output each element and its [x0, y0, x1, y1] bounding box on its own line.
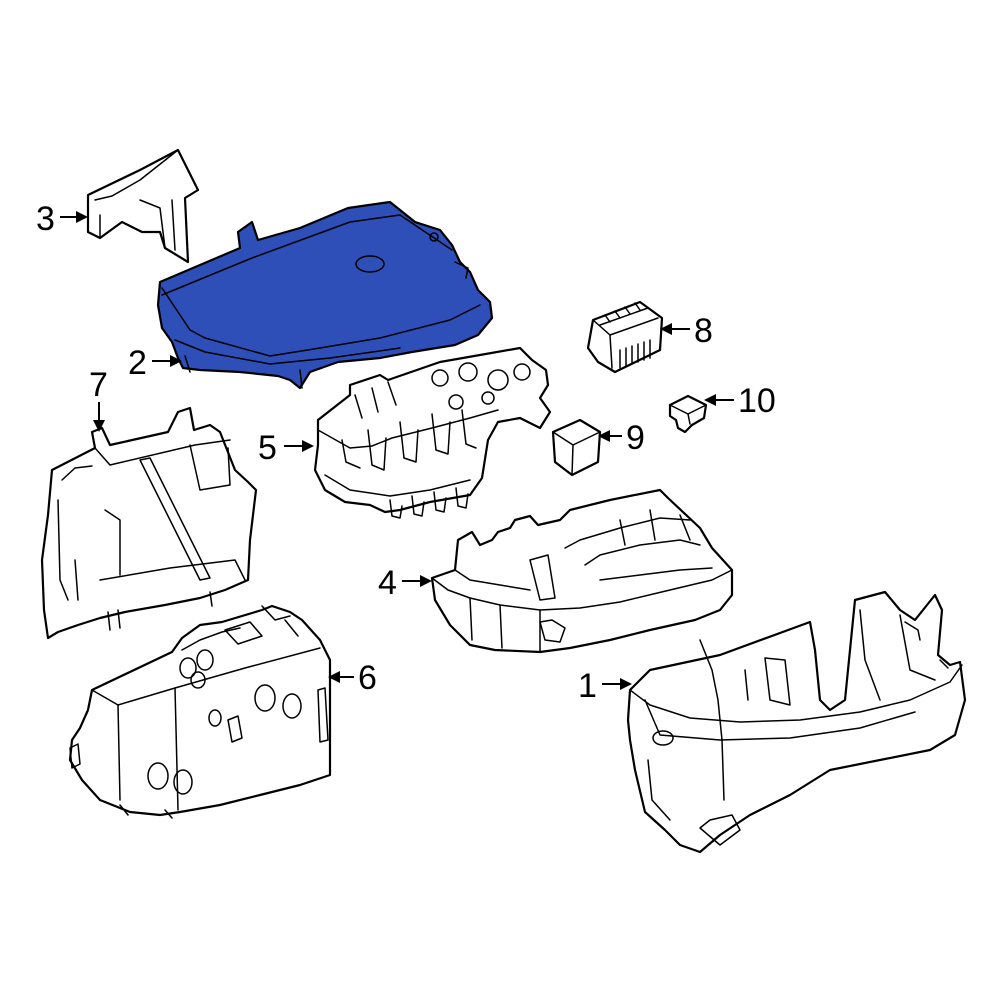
callout-6-arrow — [328, 671, 340, 683]
callout-3-arrow — [76, 211, 88, 223]
callout-1: 1 — [578, 667, 632, 705]
callout-7-label: 7 — [89, 366, 108, 404]
callout-5-label: 5 — [258, 429, 277, 467]
callout-9-label: 9 — [626, 419, 645, 457]
part-1-lower-housing[interactable] — [626, 590, 967, 854]
part-6-fuse-box[interactable] — [68, 604, 332, 819]
callout-8-arrow — [660, 323, 672, 335]
callout-6-label: 6 — [358, 659, 377, 697]
callout-4-arrow — [420, 575, 432, 587]
callout-4: 4 — [378, 564, 432, 602]
callout-2-label: 2 — [128, 344, 147, 382]
callout-2: 2 — [128, 344, 182, 382]
callout-5: 5 — [258, 429, 314, 467]
part-9-relay[interactable] — [551, 418, 602, 477]
callout-8-label: 8 — [694, 312, 713, 350]
callout-1-label: 1 — [578, 667, 597, 705]
part-7-side-housing[interactable] — [40, 406, 258, 640]
callout-6: 6 — [328, 659, 377, 697]
callout-10: 10 — [704, 382, 776, 420]
callout-9-arrow — [598, 430, 610, 442]
part-8-relay-block[interactable] — [586, 300, 664, 374]
part-2-cover-highlighted[interactable] — [156, 200, 494, 390]
callout-3-label: 3 — [36, 200, 55, 238]
callout-1-arrow — [620, 678, 632, 690]
callout-9: 9 — [598, 419, 645, 457]
callout-7-arrow — [93, 420, 105, 432]
callout-10-arrow — [704, 394, 716, 406]
part-3-bracket[interactable] — [86, 148, 200, 264]
callout-2-arrow — [170, 355, 182, 367]
callout-8: 8 — [660, 312, 713, 350]
callout-4-label: 4 — [378, 564, 397, 602]
callout-5-arrow — [302, 440, 314, 452]
callout-10-label: 10 — [738, 382, 776, 420]
callout-3: 3 — [36, 200, 88, 238]
part-10-fuse[interactable] — [668, 394, 708, 434]
part-4-tray[interactable] — [430, 488, 734, 654]
part-5-fuse-carrier[interactable] — [313, 346, 552, 519]
callout-7: 7 — [89, 366, 108, 432]
